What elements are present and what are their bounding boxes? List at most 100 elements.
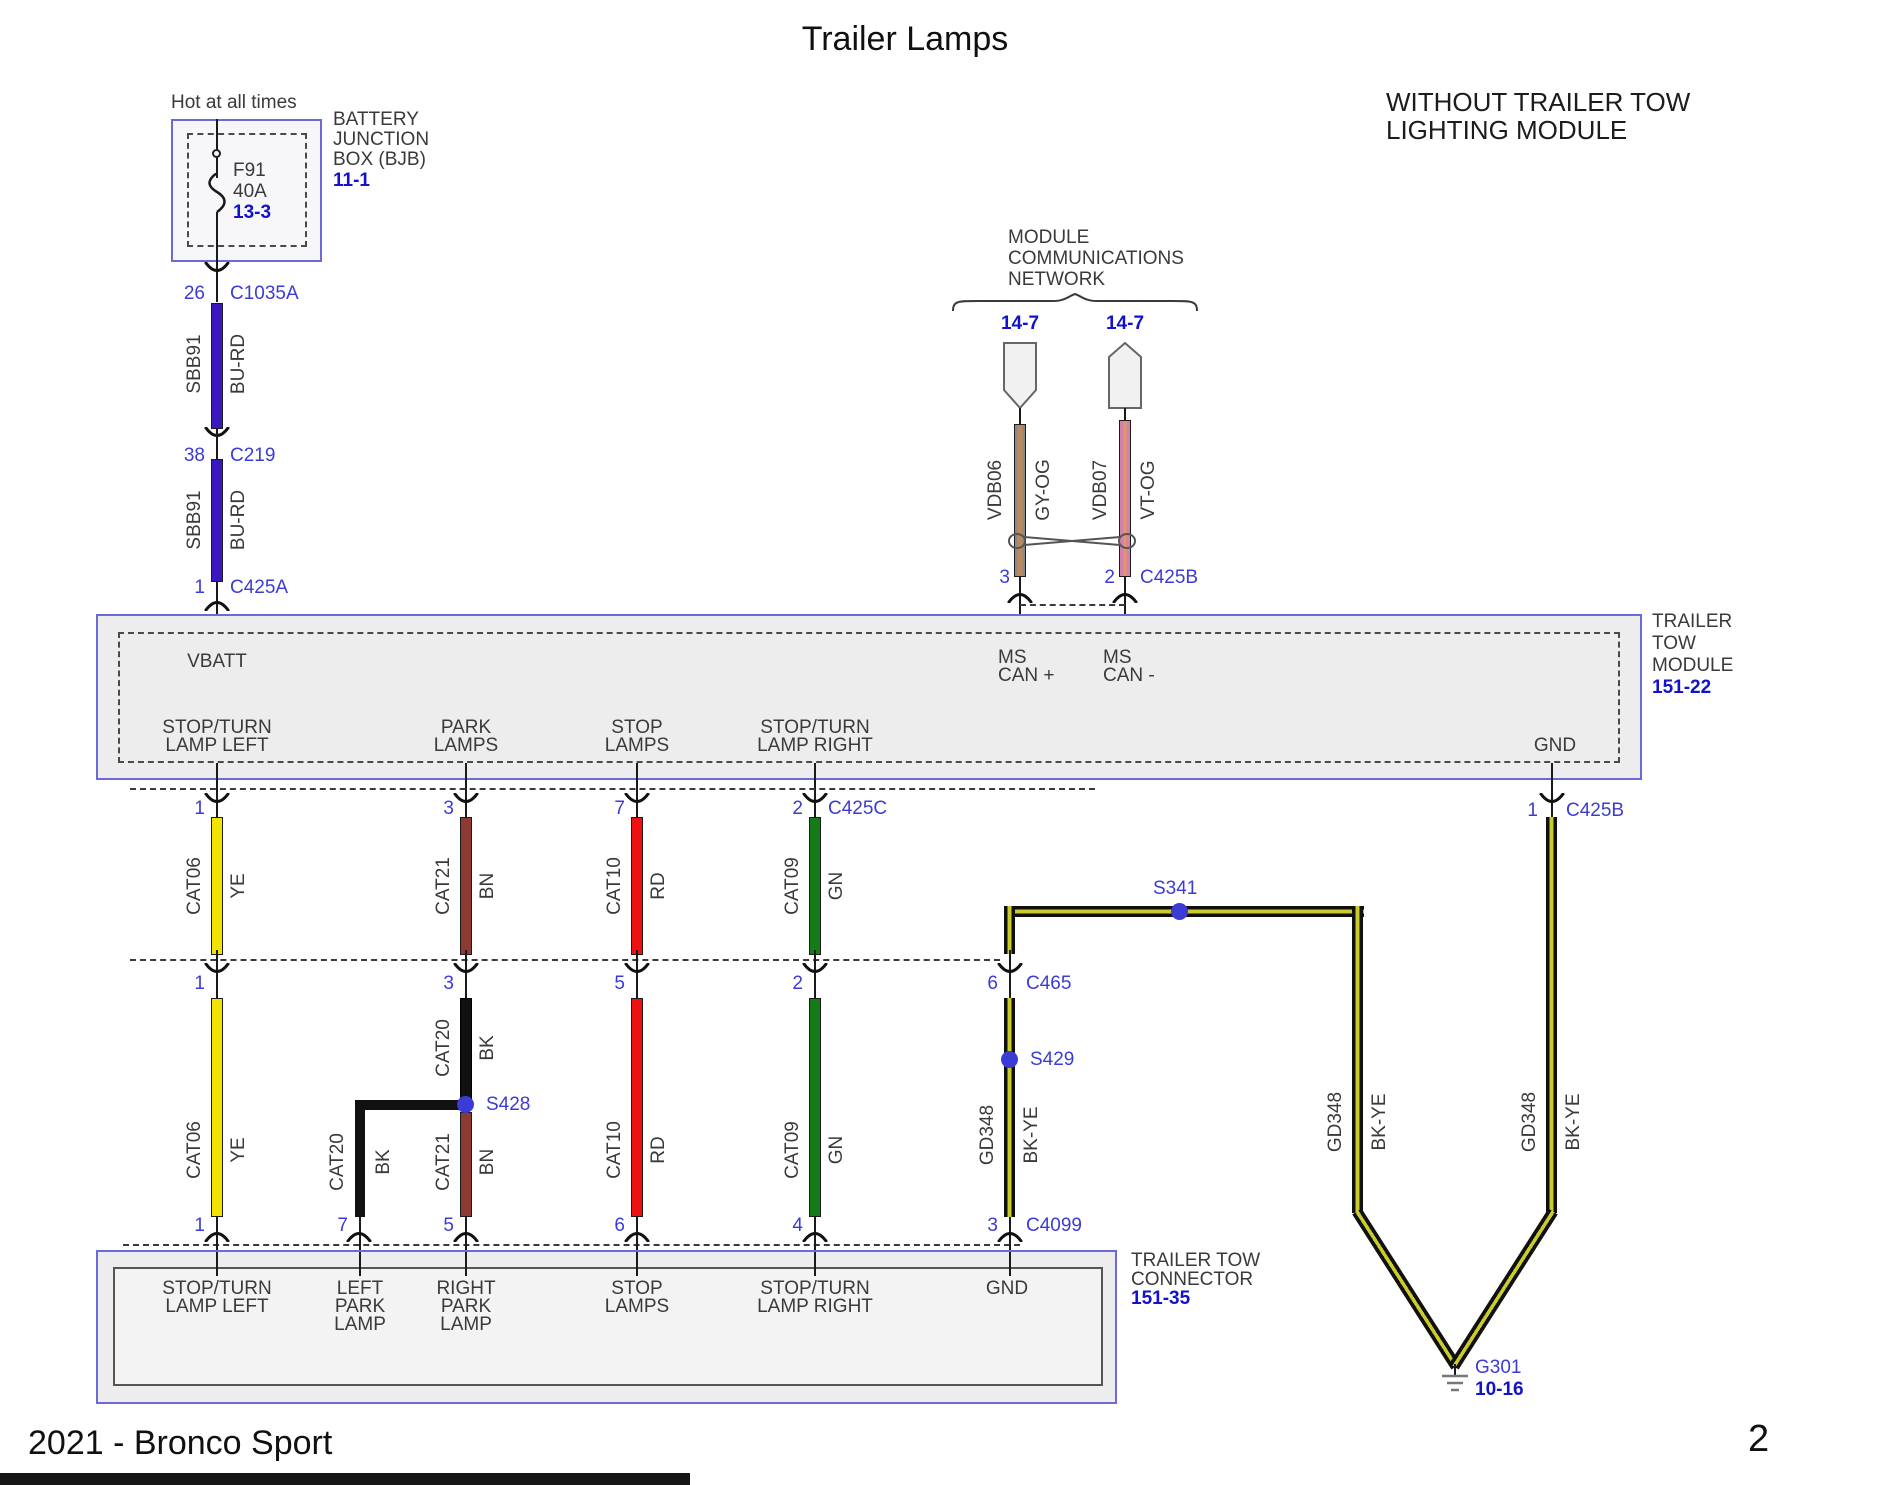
connector-arrow-up-icon	[204, 601, 230, 611]
module-inner-dashed-box	[118, 632, 1620, 763]
pin-number: 3	[999, 567, 1010, 588]
wire-color-label: BK-YE	[1563, 1093, 1584, 1151]
pin-number: 7	[614, 798, 625, 819]
connector-link-dashed-line	[1020, 604, 1125, 606]
tow-pin7-line1: LEFT	[336, 1278, 384, 1299]
module-out1-line1: STOP/TURN	[162, 717, 272, 738]
diagram-note-line2: LIGHTING MODULE	[1386, 115, 1628, 145]
can-stub-line	[1019, 408, 1021, 425]
wire-cat10-lower	[631, 998, 643, 1217]
fuse-icon	[208, 173, 226, 213]
bjb-inner-dashed-box	[187, 133, 307, 247]
bjb-name-line3: BOX (BJB)	[333, 149, 426, 170]
connector-arrow-up-icon	[802, 1232, 828, 1242]
wire-circuit-label: CAT21	[433, 857, 454, 915]
module-out2-line1: PARK	[440, 717, 492, 738]
wire-joint-line	[216, 429, 218, 459]
wire-circuit-label: CAT06	[184, 857, 205, 915]
module-out1-line2: LAMP LEFT	[165, 735, 269, 756]
connector-arrow-up-icon	[204, 1232, 230, 1242]
can-header-line2: COMMUNICATIONS	[1008, 248, 1184, 269]
bjb-box	[171, 119, 322, 262]
connector-pin-line	[465, 1252, 467, 1276]
tow-connector-name-line1: TRAILER TOW	[1131, 1250, 1261, 1271]
connector-label: C425A	[230, 577, 289, 598]
wire-circuit-label: CAT06	[184, 1121, 205, 1179]
connector-arrow-down-icon	[204, 793, 230, 803]
wire-gd348-right-vertical	[1546, 817, 1557, 1213]
ground-symbol-icon	[1442, 1374, 1468, 1392]
network-connector-shape-up	[1108, 342, 1142, 409]
tow-pin4-line2: LAMP RIGHT	[757, 1296, 873, 1317]
can-page-ref-left: 14-7	[1000, 313, 1040, 334]
wire-cat20-branch-vertical	[355, 1100, 365, 1217]
wire-cat20-upper	[460, 998, 472, 1100]
tow-pin6-line1: STOP	[611, 1278, 663, 1299]
wire-color-label: BK	[477, 1035, 498, 1061]
module-out4-line1: STOP/TURN	[760, 717, 870, 738]
wire-circuit-label: CAT20	[433, 1019, 454, 1077]
connector-arrow-down-icon	[997, 963, 1023, 973]
connector-label: C219	[230, 445, 276, 466]
splice-dot	[457, 1096, 474, 1113]
pin-number: 3	[987, 1215, 998, 1236]
connector-pin-line	[814, 1252, 816, 1276]
wire-cat06-lower	[211, 998, 223, 1217]
wire-cat20-branch-horizontal	[355, 1100, 466, 1110]
connector-pin-line	[1009, 1252, 1011, 1276]
can-header-line3: NETWORK	[1008, 269, 1106, 290]
wire-color-label: BU-RD	[228, 489, 249, 551]
connector-arrow-down-icon	[802, 793, 828, 803]
splice-label: S429	[1030, 1049, 1075, 1070]
module-pin-gnd: GND	[1533, 735, 1577, 756]
wire-sbb91-lower	[211, 459, 223, 582]
bjb-name-line2: JUNCTION	[333, 129, 430, 150]
wire-color-label: BK	[373, 1149, 394, 1175]
wire-vdb06	[1014, 424, 1026, 577]
wire-sbb91-upper	[211, 303, 223, 429]
wire-cat09-upper	[809, 817, 821, 955]
pin-number: 3	[443, 798, 454, 819]
pin-number: 2	[792, 973, 803, 994]
tow-connector-name-line2: CONNECTOR	[1131, 1269, 1254, 1290]
module-exit-line	[814, 763, 816, 817]
wire-circuit-label: GD348	[1325, 1091, 1346, 1153]
connector-label: C465	[1026, 973, 1072, 994]
pin-number: 2	[1104, 567, 1115, 588]
wire-gd348-drop-to-c465	[1004, 906, 1015, 954]
connector-label: C4099	[1026, 1215, 1082, 1236]
connector-arrow-down-icon	[453, 793, 479, 803]
connector-pin-line	[636, 1252, 638, 1276]
connector-arrow-up-icon	[624, 1232, 650, 1242]
module-pin-mscann-line2: CAN -	[1103, 665, 1155, 686]
hot-at-all-times-label: Hot at all times	[171, 92, 297, 113]
wire-circuit-label: VDB06	[985, 459, 1006, 521]
connector-arrow-up-icon	[997, 1232, 1023, 1242]
pin-number: 38	[183, 445, 205, 466]
fuse-id-label: F91	[233, 160, 266, 181]
pin-number: 6	[987, 973, 998, 994]
vehicle-label: 2021 - Bronco Sport	[28, 1424, 333, 1462]
tow-pin4-line1: STOP/TURN	[760, 1278, 870, 1299]
tow-pin1-line1: STOP/TURN	[162, 1278, 272, 1299]
module-entry-line	[1124, 577, 1126, 634]
connector-arrow-down-icon	[453, 963, 479, 973]
module-out4-line2: LAMP RIGHT	[757, 735, 873, 756]
wire-circuit-label: CAT10	[604, 857, 625, 915]
network-connector-shape-down	[1003, 342, 1037, 410]
wire-cat06-upper	[211, 817, 223, 955]
pin-number: 1	[1527, 800, 1538, 821]
pin-number: 1	[194, 577, 205, 598]
connector-label: C425C	[828, 798, 888, 819]
wire-circuit-label: GD348	[1519, 1091, 1540, 1153]
wire-cat21-upper	[460, 817, 472, 955]
connector-joint-line	[636, 950, 638, 1000]
wire-gd348-right-diagonal	[1449, 1208, 1558, 1370]
connector-arrow-down-icon	[204, 963, 230, 973]
wire-color-label: GN	[826, 871, 847, 901]
wire-color-label: VT-OG	[1138, 460, 1159, 520]
bjb-page-ref: 11-1	[333, 170, 370, 191]
pin-number: 5	[614, 973, 625, 994]
fuse-terminal-circle	[212, 149, 221, 158]
tow-connector-inner-box	[113, 1267, 1103, 1386]
